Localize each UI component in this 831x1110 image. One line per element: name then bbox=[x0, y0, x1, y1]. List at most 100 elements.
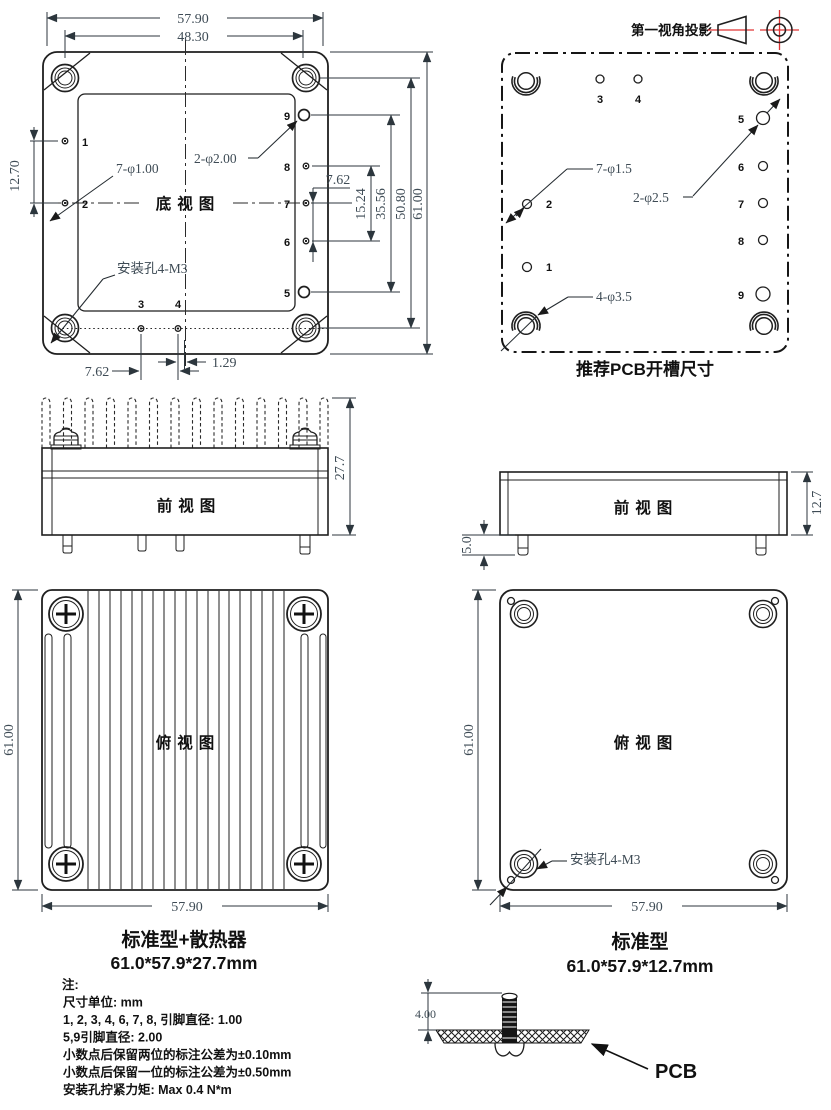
phillips-screw bbox=[285, 595, 323, 633]
note-units: 尺寸单位: mm bbox=[63, 995, 143, 1010]
svg-text:7.62: 7.62 bbox=[85, 365, 110, 380]
pin-label-1: 1 bbox=[82, 137, 88, 149]
pcb-arrow bbox=[590, 1043, 649, 1070]
svg-text:61.00: 61.00 bbox=[462, 724, 477, 756]
callout-pcb-large-holes: 2-φ2.5 bbox=[633, 190, 669, 205]
pin-holes bbox=[61, 108, 311, 332]
pcb-pin-label-8: 8 bbox=[738, 236, 744, 248]
front-view-standard: 前视图 12.7 5.0 bbox=[460, 471, 825, 570]
svg-text:12.7: 12.7 bbox=[810, 491, 825, 516]
pin-label-2: 2 bbox=[82, 199, 88, 211]
pcb-pin-label-5: 5 bbox=[738, 114, 744, 126]
svg-text:61.00: 61.00 bbox=[2, 724, 17, 756]
callout-mount-m3: 安装孔4-M3 bbox=[489, 848, 641, 906]
phillips-screw bbox=[47, 595, 85, 633]
nut-under-board bbox=[494, 1042, 525, 1057]
dim-top-hs-width: 57.90 bbox=[41, 894, 329, 915]
pcb-mount-detail: 4.00 PCB bbox=[415, 979, 697, 1083]
projection-label: 第一视角投影 bbox=[631, 22, 712, 38]
top-view-heatsink: 俯视图 61.00 57.90 标准型+散热器 61.0*57.9*27.7mm bbox=[2, 589, 329, 973]
dim-top-std-height: 61.00 bbox=[462, 589, 496, 891]
svg-text:安装孔4-M3: 安装孔4-M3 bbox=[570, 852, 641, 867]
mount-ring bbox=[509, 599, 539, 629]
svg-text:15.24: 15.24 bbox=[354, 188, 369, 220]
mount-ring bbox=[509, 849, 539, 879]
svg-text:27.7: 27.7 bbox=[333, 456, 348, 481]
threaded-stud bbox=[501, 992, 518, 1043]
caption-standard-heatsink: 标准型+散热器 bbox=[121, 928, 247, 951]
svg-text:50.80: 50.80 bbox=[394, 188, 409, 220]
view-title-bottom: 底视图 bbox=[156, 194, 221, 213]
phillips-screw bbox=[47, 845, 85, 883]
svg-text:1.29: 1.29 bbox=[212, 356, 237, 371]
svg-text:48.30: 48.30 bbox=[177, 30, 209, 45]
svg-text:12.70: 12.70 bbox=[8, 160, 23, 192]
pin-numbers: 1 2 3 4 5 6 7 8 9 bbox=[82, 111, 290, 311]
note-pin-diameter-1: 1, 2, 3, 4, 6, 7, 8, 引脚直径: 1.00 bbox=[63, 1012, 242, 1027]
mount-hole bbox=[50, 63, 80, 93]
notes-block: 注: 尺寸单位: mm 1, 2, 3, 4, 6, 7, 8, 引脚直径: 1… bbox=[62, 977, 291, 1097]
projection-cone-icon bbox=[717, 15, 747, 45]
svg-text:57.90: 57.90 bbox=[177, 12, 209, 27]
mount-ring bbox=[748, 849, 778, 879]
pcb-label: PCB bbox=[655, 1061, 697, 1083]
pcb-corner-pad bbox=[511, 311, 541, 336]
callout-large-pin-diameter: 2-φ2.00 bbox=[194, 151, 237, 166]
top-view-standard: 俯视图 安装孔4-M3 61.00 57.90 标准型 61.0*57.9*12… bbox=[462, 589, 788, 976]
size-standard-heatsink: 61.0*57.9*27.7mm bbox=[111, 953, 258, 973]
pin-label-8: 8 bbox=[284, 162, 290, 174]
pcb-corner-pad bbox=[749, 71, 779, 96]
dim-57-90: 57.90 bbox=[46, 12, 324, 46]
note-tolerance-1dp: 小数点后保留一位的标注公差为±0.50mm bbox=[62, 1065, 291, 1080]
corner-pin-dots bbox=[506, 596, 780, 885]
heatsink-screw-head bbox=[289, 427, 321, 450]
front-view-heatsink: 前视图 27.7 bbox=[41, 397, 356, 555]
mount-hole bbox=[291, 63, 321, 93]
svg-text:35.56: 35.56 bbox=[374, 188, 389, 220]
dim-12-7: 12.7 bbox=[791, 471, 825, 536]
pcb-corner-pad bbox=[749, 311, 779, 336]
heatsink-fins bbox=[41, 397, 329, 449]
pin-label-4: 4 bbox=[175, 299, 182, 311]
mount-hole bbox=[291, 313, 321, 343]
view-title-top-hs: 俯视图 bbox=[156, 733, 221, 752]
view-title-front-std: 前视图 bbox=[614, 498, 679, 517]
callout-pin-diameter: 7-φ1.00 bbox=[116, 161, 159, 176]
pcb-pin-label-4: 4 bbox=[635, 94, 642, 106]
view-title-top-std: 俯视图 bbox=[614, 733, 679, 752]
svg-text:7.62: 7.62 bbox=[326, 173, 351, 188]
notes-title: 注: bbox=[62, 977, 79, 992]
projection-circle-icon bbox=[772, 23, 787, 37]
svg-text:57.90: 57.90 bbox=[171, 900, 203, 915]
note-tolerance-2dp: 小数点后保留两位的标注公差为±0.10mm bbox=[62, 1047, 291, 1062]
callout-pcb-small-holes: 7-φ1.5 bbox=[596, 161, 632, 176]
pin-label-9: 9 bbox=[284, 111, 290, 123]
dim-top-hs-height: 61.00 bbox=[2, 589, 38, 891]
pin-label-5: 5 bbox=[284, 288, 290, 300]
dim-right-stack: 7.62 15.24 35.56 50.80 61.00 bbox=[308, 51, 433, 355]
dim-27-7: 27.7 bbox=[332, 397, 356, 536]
pcb-pin-label-9: 9 bbox=[738, 290, 744, 302]
pcb-pin-label-7: 7 bbox=[738, 199, 744, 211]
size-standard: 61.0*57.9*12.7mm bbox=[567, 956, 714, 976]
pcb-pin-label-6: 6 bbox=[738, 162, 744, 174]
pcb-pin-label-1: 1 bbox=[546, 262, 552, 274]
callout-pcb-mount-holes: 4-φ3.5 bbox=[596, 289, 632, 304]
callouts-pcb-view: 7-φ1.5 2-φ2.5 4-φ3.5 bbox=[500, 98, 781, 352]
svg-text:57.90: 57.90 bbox=[631, 900, 663, 915]
view-title-front-hs: 前视图 bbox=[157, 496, 222, 515]
mount-ring bbox=[748, 599, 778, 629]
bottom-view: 1 2 3 4 5 6 7 8 9 底视图 57.90 48.30 bbox=[8, 12, 433, 380]
front-pins bbox=[62, 535, 311, 555]
caption-standard: 标准型 bbox=[611, 930, 668, 953]
pin-label-7: 7 bbox=[284, 199, 290, 211]
dim-5-0: 5.0 bbox=[460, 520, 515, 570]
pcb-pin-label-3: 3 bbox=[597, 94, 603, 106]
front-std-pins bbox=[517, 535, 767, 556]
first-angle-projection: 第一视角投影 bbox=[631, 10, 799, 50]
svg-text:5.0: 5.0 bbox=[460, 536, 475, 554]
pcb-pin-numbers: 3 4 5 6 7 8 9 2 1 bbox=[546, 94, 744, 302]
dim-4-00: 4.00 bbox=[415, 979, 502, 1044]
